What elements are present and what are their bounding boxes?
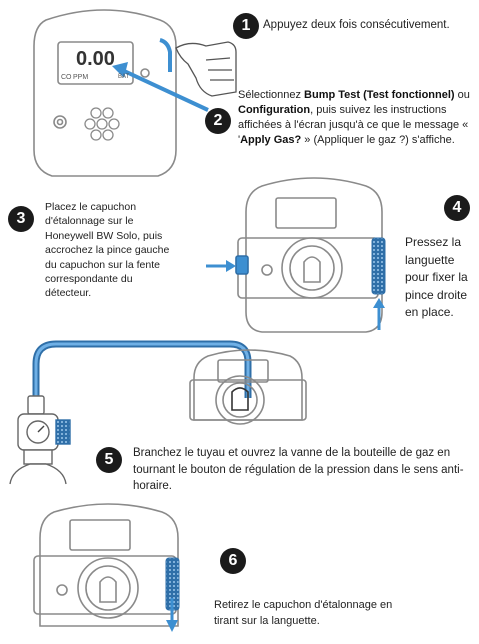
cap-tab-grip xyxy=(371,237,386,295)
display-reading: 0.00 xyxy=(76,48,115,70)
gas-detector-connected xyxy=(189,349,307,425)
step-5-badge: 5 xyxy=(96,447,122,473)
push-arrows-step4 xyxy=(206,260,385,330)
display-unit: PPM xyxy=(73,74,89,81)
gas-detector-with-cap xyxy=(235,177,383,333)
step-2-badge: 2 xyxy=(205,108,231,134)
step-4-badge: 4 xyxy=(444,195,470,221)
step-2-or: ou xyxy=(454,89,470,101)
step-6-badge: 6 xyxy=(220,548,246,574)
step-2-configuration: Configuration xyxy=(238,104,311,116)
hand-pointing xyxy=(175,41,237,97)
step-3-badge: 3 xyxy=(8,206,34,232)
pointer-arrow-step2 xyxy=(112,62,209,112)
step-3-text: Placez le capuchon d'étalonnage sur le H… xyxy=(45,201,170,300)
display-battery: BAT xyxy=(118,74,130,80)
step-4-text: Pressez la languette pour fixer la pince… xyxy=(405,235,468,319)
step-2-instructions: , puis suivez les instructions affichées… xyxy=(238,104,469,146)
step-2-end: » (Appliquer le gaz ?) s'affiche. xyxy=(301,134,455,146)
step-5-text: Branchez le tuyau et ouvrez la vanne de … xyxy=(133,447,464,492)
step-2-text: Sélectionnez Bump Test (Test fonctionnel… xyxy=(238,88,473,148)
step-1-text: Appuyez deux fois consécutivement. xyxy=(263,19,450,31)
display-gas: CO xyxy=(61,74,72,81)
step-2-bump-test: Bump Test (Test fonctionnel) xyxy=(304,89,455,101)
gas-detector-cap-removal xyxy=(33,503,179,627)
gas-detector-front xyxy=(33,9,177,177)
step-2-intro: Sélectionnez xyxy=(238,89,305,101)
pull-arrow-step6 xyxy=(166,598,178,632)
step-2-apply-gas: Apply Gas? xyxy=(240,134,302,146)
step-6-text: Retirez le capuchon d'étalonnage en tira… xyxy=(214,599,393,627)
gas-hose xyxy=(32,340,252,398)
step-1-badge: 1 xyxy=(233,13,259,39)
gas-cylinder-regulator xyxy=(9,395,71,485)
